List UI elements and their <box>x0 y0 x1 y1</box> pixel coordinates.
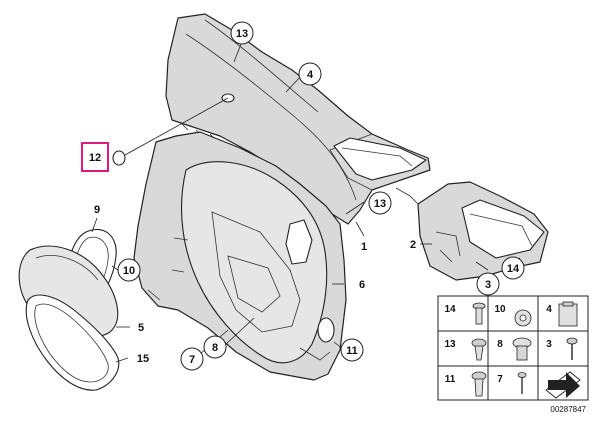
fastener-legend: 14 10 4 13 8 3 11 <box>437 295 589 401</box>
grommet-part-12 <box>112 150 126 166</box>
callout-7: 7 <box>180 347 204 371</box>
callout-label: 13 <box>236 28 248 40</box>
callout-3: 3 <box>476 272 500 296</box>
callout-label: 14 <box>507 263 520 275</box>
callout-label: 11 <box>346 345 358 357</box>
legend-label-8: 8 <box>497 339 503 350</box>
callout-label: 15 <box>137 353 149 365</box>
callout-13-top: 13 <box>230 21 254 45</box>
side-trim-panel <box>133 131 347 381</box>
callout-2: 2 <box>410 239 416 251</box>
legend-label-14: 14 <box>444 304 456 315</box>
callout-label: 4 <box>307 69 314 81</box>
callout-label: 9 <box>94 204 100 216</box>
callout-11: 11 <box>340 338 364 362</box>
expanding-rivet-icon <box>471 338 487 361</box>
rear-side-component <box>395 181 549 281</box>
push-clip-icon <box>471 371 487 397</box>
legend-label-3: 3 <box>546 339 552 350</box>
callout-label: 5 <box>138 322 144 334</box>
screw-icon <box>472 302 486 325</box>
speed-nut-icon <box>514 309 532 327</box>
clip-icon <box>558 301 578 327</box>
grommet-icon <box>512 337 532 361</box>
callout-9: 9 <box>94 204 100 216</box>
upper-trim-panel <box>165 13 431 225</box>
callout-15: 15 <box>137 353 149 365</box>
legend-label-4: 4 <box>546 304 552 315</box>
callout-5: 5 <box>138 322 144 334</box>
callout-label: 6 <box>359 279 365 291</box>
legend-label-10: 10 <box>494 304 506 315</box>
callout-6: 6 <box>359 279 365 291</box>
callout-13-middle: 13 <box>368 191 392 215</box>
speaker-frame <box>25 294 120 391</box>
highlight-box <box>81 142 109 172</box>
callout-4: 4 <box>298 62 322 86</box>
legend-label-13: 13 <box>444 339 456 350</box>
callout-12-highlighted: 12 <box>81 142 109 172</box>
screw-icon <box>517 372 527 394</box>
callout-8: 8 <box>203 335 227 359</box>
arrow-sheet-icon <box>545 371 581 399</box>
legend-label-7: 7 <box>497 374 503 385</box>
callout-label: 1 <box>361 241 367 253</box>
screw-icon <box>566 337 578 360</box>
callout-14: 14 <box>501 256 525 280</box>
callout-1: 1 <box>361 241 367 253</box>
callout-label: 12 <box>89 152 101 164</box>
callout-label: 2 <box>410 239 416 251</box>
leader-lines <box>91 43 521 363</box>
document-number: 00287847 <box>550 405 586 414</box>
callout-label: 8 <box>212 342 218 354</box>
callout-label: 10 <box>123 265 135 277</box>
legend-label-11: 11 <box>445 374 456 385</box>
callout-10: 10 <box>117 258 141 282</box>
callout-label: 7 <box>189 354 195 366</box>
callout-label: 13 <box>374 198 386 210</box>
callout-label: 3 <box>485 279 491 291</box>
